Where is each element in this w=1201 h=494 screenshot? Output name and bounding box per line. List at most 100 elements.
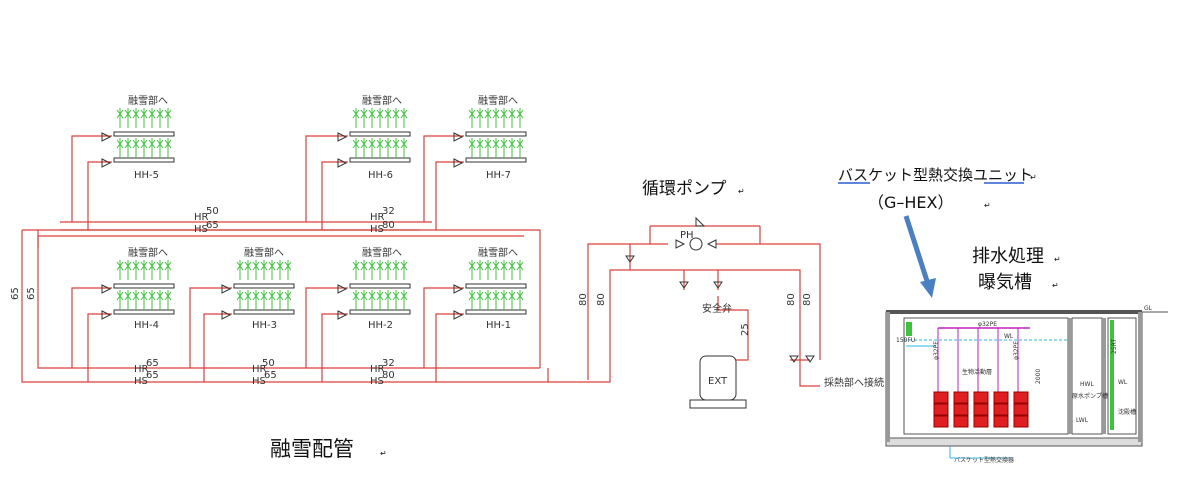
valve-icon: [221, 310, 232, 320]
line-tag-hs: HS: [194, 224, 208, 235]
valve-icon: [337, 284, 348, 294]
pipe-size: 25: [740, 323, 751, 336]
to-heat-label: 採熱部へ接続: [824, 376, 884, 389]
tank-label: φ32PE: [933, 341, 940, 360]
captions: 循環ポンプ ↵ 融雪配管 ↵ バスケット型熱交換ユニット ↵ （G–HEX） ↵…: [270, 166, 1061, 461]
basket-caption-line2: （G–HEX）: [868, 193, 954, 212]
heat-exchanger-unit: [221, 260, 295, 320]
basket-exchanger: [993, 391, 1009, 404]
tank-label: 25RT: [1111, 339, 1118, 354]
pipe-size: 80: [382, 370, 395, 381]
valve-icon: [337, 158, 348, 168]
valve-icon: [453, 132, 464, 142]
snow-label: 融雪部へ: [128, 94, 168, 107]
snow-label: 融雪部へ: [362, 94, 402, 107]
pipe-size: 50: [206, 206, 219, 217]
valve-icon: [101, 284, 112, 294]
pipe-size: 80: [802, 293, 813, 306]
valve-icon: [789, 355, 799, 363]
pipe-size: 80: [578, 293, 589, 306]
tank-label: 生物活動層: [962, 368, 992, 376]
pump-tag: PH: [680, 230, 694, 241]
svg-text:↵: ↵: [1054, 255, 1061, 264]
valve-icon: [453, 158, 464, 168]
tank-label: HWL: [1080, 381, 1094, 388]
svg-text:↵: ↵: [1052, 281, 1059, 290]
tank-label: WL: [1118, 379, 1128, 386]
unit-label-hh4: HH-4: [134, 320, 159, 331]
tank-label: 150FU: [896, 337, 915, 344]
line-tag-hr: HR: [252, 364, 267, 375]
safety-valve-label: 安全弁: [702, 302, 732, 315]
basket-exchanger: [993, 403, 1009, 416]
pipe-size: 80: [596, 293, 607, 306]
pump-assembly: [625, 216, 815, 409]
line-tag-hr: HR: [370, 212, 385, 223]
pipe-size: 65: [26, 287, 37, 300]
line-tag-hs: HS: [370, 224, 384, 235]
cad-labels: 融雪部へ 融雪部へ 融雪部へ 融雪部へ 融雪部へ 融雪部へ 融雪部へ HH-5 …: [10, 94, 884, 389]
unit-label-hh2: HH-2: [368, 320, 393, 331]
snow-label: 融雪部へ: [244, 246, 284, 259]
pump-icon: [689, 237, 703, 251]
tank-label: φ32PE: [1013, 341, 1020, 360]
basket-exchanger: [933, 415, 949, 428]
heat-exchanger-unit: [337, 108, 411, 168]
pipe-size: 65: [206, 220, 219, 231]
valve-icon: [625, 255, 635, 263]
basket-exchanger: [1013, 391, 1029, 404]
valve-icon: [695, 216, 706, 227]
unit-label-hh5: HH-5: [134, 170, 159, 181]
heat-exchanger-unit: [337, 260, 411, 320]
gl-label: GL: [1144, 305, 1153, 312]
valve-icon: [337, 310, 348, 320]
pipe-size: 65: [264, 370, 277, 381]
pipe-size: 32: [382, 206, 395, 217]
arrow-icon: [903, 215, 931, 285]
basket-exchanger: [953, 415, 969, 428]
valve-icon: [101, 132, 112, 142]
line-tag-hs: HS: [134, 376, 148, 387]
pump-caption: 循環ポンプ: [642, 179, 727, 199]
unit-label-hh3: HH-3: [252, 320, 277, 331]
valve-icon: [453, 310, 464, 320]
line-tag-hs: HS: [252, 376, 266, 387]
tank-label: WL: [1004, 333, 1014, 340]
snow-label: 融雪部へ: [478, 246, 518, 259]
pipe-size: 65: [146, 358, 159, 369]
tank-label: バスケット型熱交換器: [954, 456, 1014, 464]
basket-exchanger: [933, 391, 949, 404]
svg-text:↵: ↵: [1030, 173, 1037, 182]
basket-exchanger: [933, 403, 949, 416]
pipe-size: 65: [10, 287, 21, 300]
basket-exchanger: [973, 391, 989, 404]
unit-label-hh1: HH-1: [486, 320, 511, 331]
pipe-size: 32: [382, 358, 395, 369]
pipe-size: 80: [786, 293, 797, 306]
tank-label: 沈殿槽: [1118, 408, 1136, 416]
drain-caption-line2: 曝気槽: [978, 272, 1032, 293]
basket-exchanger: [953, 391, 969, 404]
tank-label: φ32PE: [978, 321, 997, 328]
aeration-tank-section: 150FU φ32PE φ32PE φ32PE WL 生物活動層 2000 25…: [885, 305, 1168, 464]
valve-icon: [337, 132, 348, 142]
tank-label: 2000: [1035, 369, 1042, 384]
heat-exchanger-unit: [453, 260, 527, 320]
snow-label: 融雪部へ: [362, 246, 402, 259]
pipe-network: [21, 135, 821, 387]
line-tag-hs: HS: [370, 376, 384, 387]
basket-exchanger: [1013, 415, 1029, 428]
basket-exchanger: [973, 403, 989, 416]
pipe-size: 80: [382, 220, 395, 231]
basket-caption-line1: バスケット型熱交換ユニット: [838, 166, 1033, 184]
basket-exchanger: [993, 415, 1009, 428]
valve-icon: [221, 284, 232, 294]
valve-icon: [679, 281, 689, 289]
basket-exchanger: [953, 403, 969, 416]
svg-text:↵: ↵: [984, 201, 991, 210]
pipe-size: 65: [146, 370, 159, 381]
tank-label: LWL: [1076, 417, 1089, 424]
valve-icon: [453, 284, 464, 294]
heat-exchanger-unit: [453, 108, 527, 168]
